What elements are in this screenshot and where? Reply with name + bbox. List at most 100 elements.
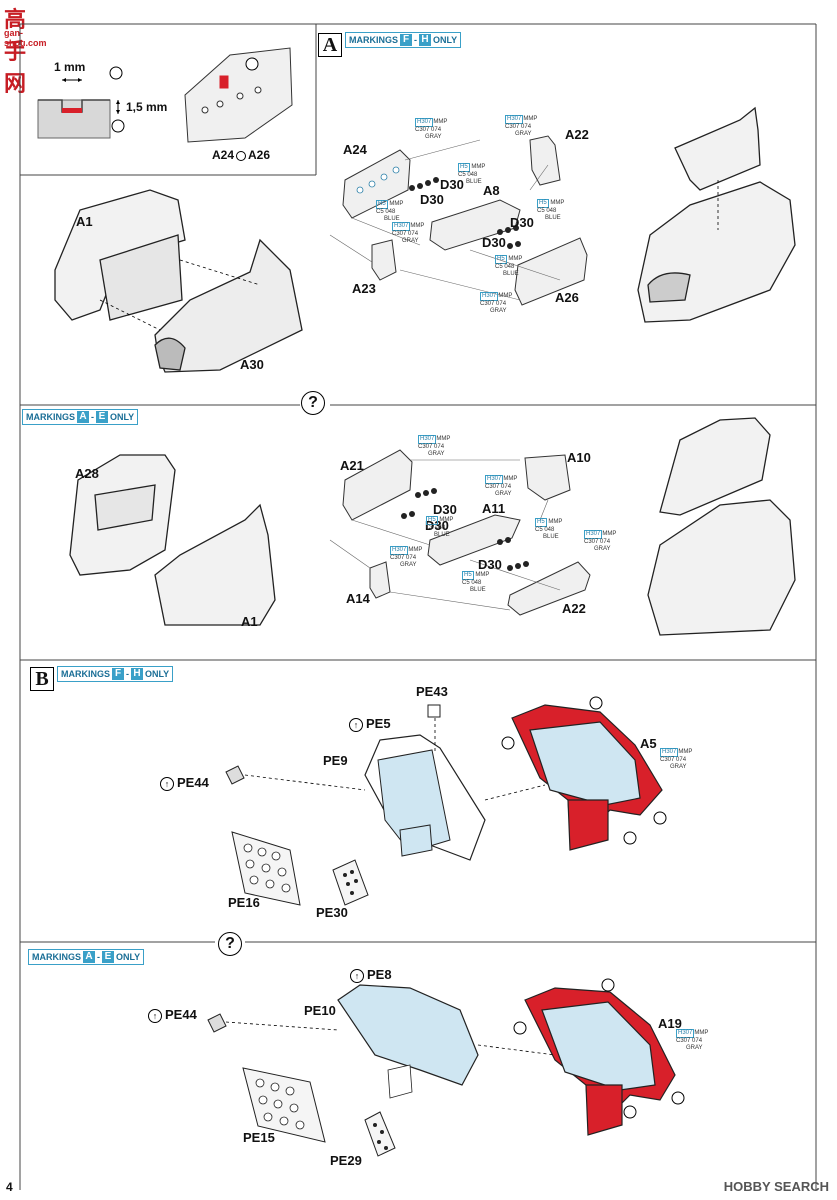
markings-word: MARKINGS [26, 412, 75, 422]
markings-ae-badge-a: MARKINGS A - E ONLY [22, 409, 139, 425]
paint-c: C5 [495, 264, 503, 270]
paint-c: C5 [535, 527, 543, 533]
paint-mmp: MMP [408, 547, 423, 553]
query-icon-a: ? [301, 391, 325, 415]
flip-icon: ↑ [148, 1008, 162, 1023]
part-pe8: ↑PE8 [350, 967, 392, 983]
paint-mmp: MMP [498, 293, 513, 299]
part-a23: A23 [352, 281, 376, 296]
paint-code: 048 [467, 172, 478, 178]
markings-to: H [131, 668, 143, 680]
paint-blue-ae-1: H5 MMP C5 048 BLUE [426, 516, 453, 539]
panel-a19-red [524, 987, 676, 1136]
part-pe44-ae: ↑PE44 [148, 1007, 197, 1023]
markings-fh-badge-a: MARKINGS F - H ONLY [345, 32, 462, 48]
step-a-label: A [318, 33, 342, 57]
part-d30-1: D30 [440, 177, 464, 192]
paint-mmp: MMP [503, 476, 518, 482]
paint-h: H307 [392, 222, 411, 231]
paint-mmp: MMP [523, 116, 538, 122]
paint-code: 074 [521, 124, 532, 130]
part-a1-fh: A1 [76, 214, 93, 229]
paint-h: H307 [390, 546, 409, 555]
part-pe5-text: PE5 [366, 716, 391, 731]
part-pe5: ↑PE5 [349, 716, 391, 732]
dim-width-label: 1 mm [54, 60, 86, 74]
part-a5: A5 [640, 736, 657, 751]
part-a14: A14 [346, 591, 370, 606]
paint-h: H307 [485, 475, 504, 484]
paint-mmp: MMP [475, 572, 490, 578]
paint-c: C307 [390, 555, 405, 561]
paint-name: BLUE [466, 179, 482, 185]
markings-from: A [77, 411, 89, 423]
paint-mmp: MMP [436, 436, 451, 442]
paint-mmp: MMP [439, 517, 454, 523]
panel-pe15 [242, 1067, 326, 1143]
markings-from: A [83, 951, 95, 963]
knob-pe44-ae [207, 1013, 227, 1033]
part-a8: A8 [483, 183, 500, 198]
paint-h: H5 [535, 518, 547, 527]
markings-to: H [419, 34, 431, 46]
cement-icon [236, 150, 247, 161]
paint-name: GRAY [490, 308, 507, 314]
paint-c: C307 [505, 124, 520, 130]
part-d30-4: D30 [482, 235, 506, 250]
watermark-url: gan-shou.com [4, 28, 47, 48]
part-pe29: PE29 [330, 1153, 362, 1168]
part-d30-3: D30 [510, 215, 534, 230]
paint-code: 074 [496, 301, 507, 307]
paint-code: 048 [435, 525, 446, 531]
part-a21: A21 [340, 458, 364, 473]
paint-name: GRAY [495, 491, 512, 497]
paint-code: 074 [676, 757, 687, 763]
paint-c: C5 [426, 525, 434, 531]
part-pe10: PE10 [304, 1003, 336, 1018]
paint-mmp: MMP [410, 223, 425, 229]
paint-c: C307 [584, 539, 599, 545]
paint-name: GRAY [400, 562, 417, 568]
part-pe44-text: PE44 [177, 775, 209, 790]
paint-mmp: MMP [694, 1030, 709, 1036]
assembled-cockpit-fh [637, 106, 796, 323]
paint-name: BLUE [434, 532, 450, 538]
paint-blue-ae-3: H5 MMP C5 048 BLUE [462, 571, 489, 594]
cockpit-sidewall-a1 [154, 503, 276, 626]
markings-from: F [112, 668, 124, 680]
instrument-panel-pe10 [337, 984, 479, 1086]
part-pe9: PE9 [323, 753, 348, 768]
markings-ae-badge-b: MARKINGS A - E ONLY [28, 949, 145, 965]
cockpit-tub-a28 [69, 454, 176, 576]
paint-name: GRAY [686, 1045, 703, 1051]
watermark-logo-chars: 高手网 [4, 8, 26, 97]
markings-word: MARKINGS [32, 952, 81, 962]
part-d30-ae-2: D30 [425, 518, 449, 533]
query-icon-b: ? [218, 932, 242, 956]
paint-code: 074 [600, 539, 611, 545]
flip-icon: ↑ [160, 776, 174, 791]
paint-mmp: MMP [508, 256, 523, 262]
paint-blue-3: H5 MMP C5 048 BLUE [537, 199, 564, 222]
paint-h: H307 [660, 748, 679, 757]
paint-blue-ae-2: H5 MMP C5 048 BLUE [535, 518, 562, 541]
part-d30-ae-3: D30 [478, 557, 502, 572]
markings-word: MARKINGS [349, 35, 398, 45]
part-a11: A11 [482, 501, 506, 516]
paint-name: BLUE [470, 587, 486, 593]
paint-mmp: MMP [389, 201, 404, 207]
markings-to: E [96, 411, 108, 423]
markings-from: F [400, 34, 412, 46]
markings-suffix: ONLY [116, 952, 141, 962]
paint-name: GRAY [425, 134, 442, 140]
paint-h: H5 [537, 199, 549, 208]
paint-h: H5 [462, 571, 474, 580]
part-a26: A26 [555, 290, 579, 305]
